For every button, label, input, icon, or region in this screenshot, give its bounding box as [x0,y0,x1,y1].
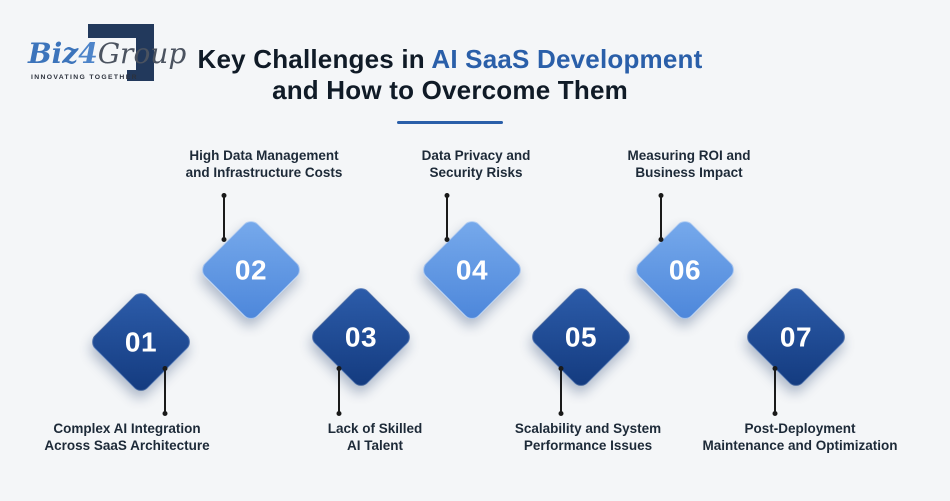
challenge-diamond-07: 07 [742,283,850,391]
title-highlight: AI SaaS Development [431,44,703,74]
connector-line [446,197,448,238]
title-underline [397,121,503,124]
logo-text-biz: Biz [28,37,79,70]
logo-text-4: 4 [78,37,98,70]
challenge-label-line: Business Impact [635,164,743,180]
challenge-label-line: Performance Issues [523,437,653,453]
challenge-number: 05 [564,321,598,352]
challenge-label-line: Complex AI Integration [53,421,201,436]
challenge-label-line: Post-Deployment [744,421,856,436]
challenge-diamond-05: 05 [527,283,635,391]
logo-mark-icon [127,70,154,81]
challenge-label-line: Scalability and System [514,421,662,436]
challenge-number: 02 [234,254,268,285]
challenge-diamond-04: 04 [418,216,526,324]
challenge-diamond-02: 02 [197,216,305,324]
challenge-number: 07 [779,321,813,352]
title-line-2: and How to Overcome Them [272,75,628,105]
challenge-diamond-01: 01 [87,288,195,396]
logo-wordmark: Biz4Group [28,38,186,70]
title-prefix: Key Challenges in [197,44,432,74]
challenge-number: 06 [668,254,702,285]
challenge-label-line: Security Risks [429,164,523,180]
connector-line [338,370,340,412]
page-title: Key Challenges in AI SaaS Development an… [130,44,770,124]
challenge-label-line: and Infrastructure Costs [185,164,343,180]
challenge-number: 04 [455,254,489,285]
challenge-diamond-03: 03 [307,283,415,391]
challenge-number: 03 [344,321,378,352]
challenge-label-line: Across SaaS Architecture [44,437,210,453]
challenge-label-line: Data Privacy and [421,148,531,163]
challenge-diamond-06: 06 [631,216,739,324]
connector-line [164,370,166,412]
challenge-label-line: Measuring ROI and [627,148,751,163]
biz4group-logo: Biz4Group INNOVATING TOGETHER [28,18,186,90]
connector-line [774,370,776,412]
logo-text-group: Group [97,37,187,70]
title-line-1: Key Challenges in AI SaaS Development [130,44,770,75]
logo-tagline: INNOVATING TOGETHER [31,74,138,81]
logo-mark-icon [136,24,154,81]
challenge-label-line: Lack of Skilled [327,421,423,436]
challenge-label-line: Maintenance and Optimization [702,437,898,453]
challenge-label-line: AI Talent [346,437,404,453]
connector-line [223,197,225,238]
connector-line [660,197,662,238]
challenge-label-line: High Data Management [189,148,339,163]
connector-line [560,370,562,412]
